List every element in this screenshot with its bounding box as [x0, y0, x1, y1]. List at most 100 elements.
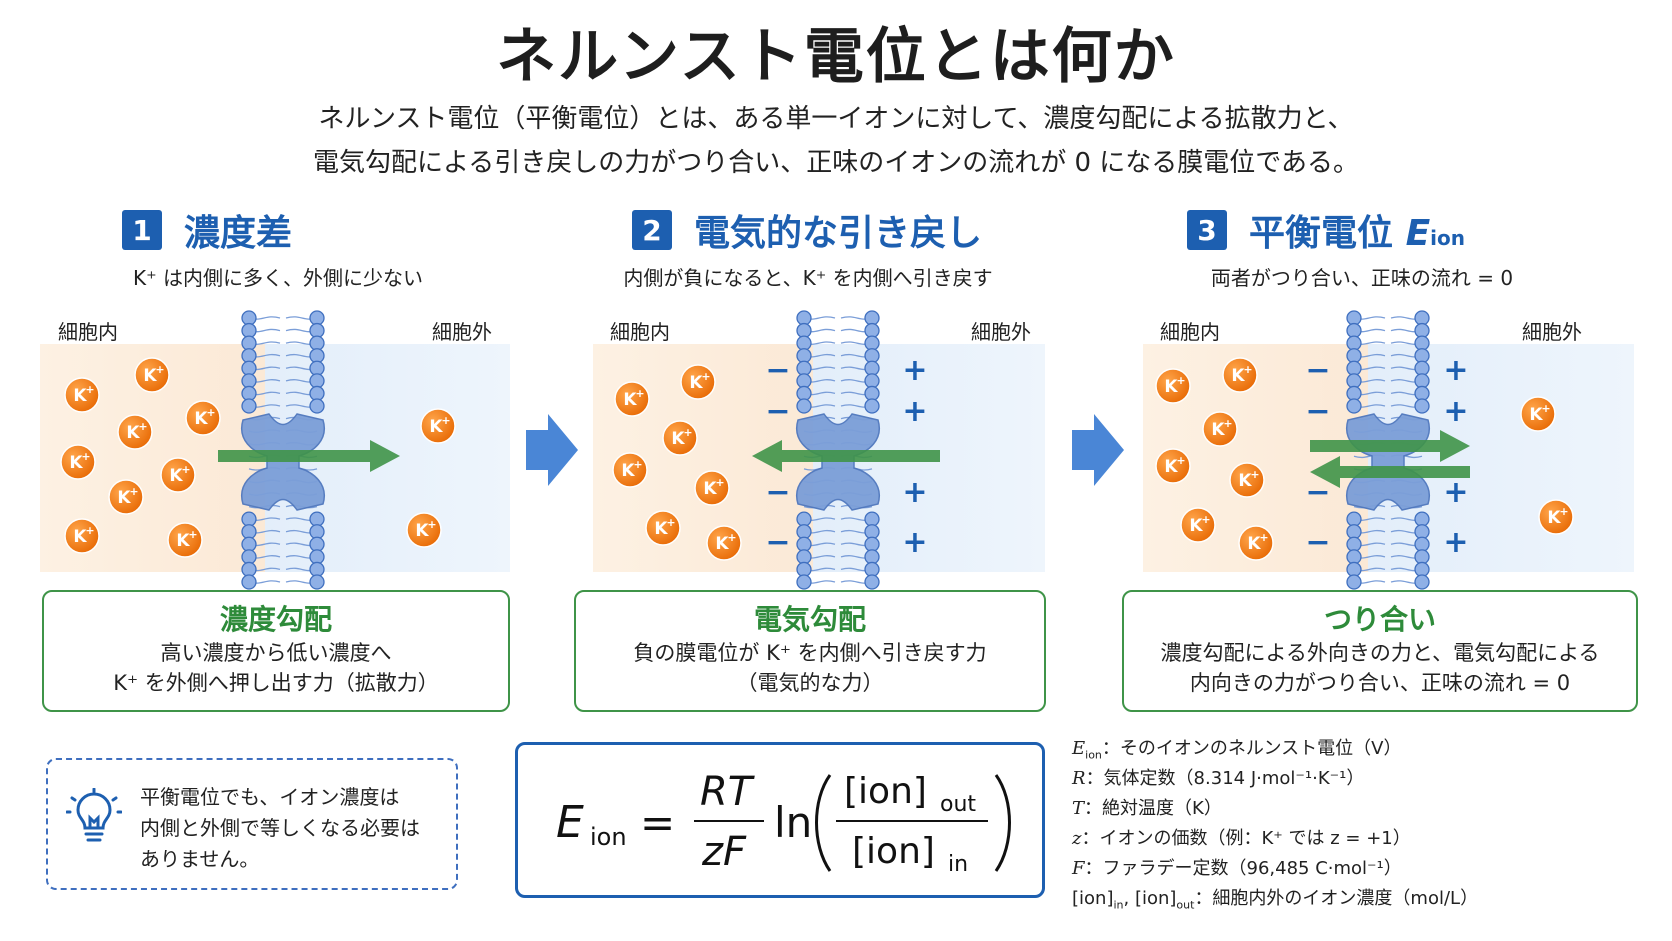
panel-1-k-ion: K+: [64, 518, 100, 554]
panel-1-k-ion: K+: [108, 479, 144, 515]
svg-text:+: +: [683, 426, 692, 439]
panel-1-k-ion: K+: [117, 414, 153, 450]
formula-numerator: RT: [700, 769, 756, 815]
formula-denominator: zF: [701, 829, 747, 875]
panel-3-minus-sign: −: [1305, 394, 1330, 429]
panel-3-membrane: [1345, 310, 1431, 590]
formula-right-paren: [994, 774, 1011, 872]
svg-text:+: +: [715, 476, 724, 489]
svg-text:+: +: [1541, 402, 1550, 415]
svg-text:+: +: [1176, 454, 1185, 467]
def-symbol: E: [1072, 738, 1086, 759]
svg-text:K: K: [169, 466, 183, 486]
svg-text:+: +: [1559, 505, 1568, 518]
step-3-title-text: 平衡電位: [1249, 213, 1394, 254]
intro-line-2: 電気勾配による引き戻しの力がつり合い、正味のイオンの流れが 0 になる膜電位であ…: [312, 148, 1360, 178]
panel-3-plus-sign: +: [1443, 525, 1468, 560]
svg-text:+: +: [427, 518, 436, 531]
svg-text:+: +: [727, 531, 736, 544]
nernst-formula-box: E ion = RT zF ln [ion] out [ion] in: [515, 742, 1045, 898]
panel-3-inside-bg: [1143, 344, 1368, 572]
panel-2-plus-sign: +: [902, 475, 927, 510]
formula-ln: ln: [774, 798, 812, 847]
svg-text:K: K: [1231, 366, 1245, 386]
svg-text:+: +: [1243, 363, 1252, 376]
summary-3-line-2: 内向きの力がつり合い、正味の流れ = 0: [1189, 671, 1571, 695]
def-row-f: F：ファラデー定数（96,485 C·mol⁻¹）: [1072, 854, 1478, 884]
lightbulb-icon: [66, 788, 122, 842]
panel-1-k-ion: K+: [185, 400, 221, 436]
panel-3-k-ion: K+: [1238, 525, 1274, 561]
svg-text:+: +: [441, 414, 450, 427]
svg-text:+: +: [181, 463, 190, 476]
def-text: ：絶対温度（K）: [1084, 798, 1222, 819]
panel-2-k-ion: K+: [680, 364, 716, 400]
svg-text:K: K: [715, 534, 729, 554]
def-row-z: z：イオンの価数（例：K⁺ では z = +1）: [1072, 824, 1478, 854]
panel-3-outward-arrow: [1310, 430, 1470, 462]
svg-text:K: K: [429, 417, 443, 437]
svg-text:K: K: [73, 386, 87, 406]
def-row-r: R：気体定数（8.314 J·mol⁻¹·K⁻¹）: [1072, 764, 1478, 794]
intro-line-1: ネルンスト電位（平衡電位）とは、ある単一イオンに対して、濃度勾配による拡散力と、: [318, 104, 1354, 134]
panel-2-channel-protein: [795, 413, 881, 511]
panel-1-k-ion: K+: [60, 444, 96, 480]
step-3-title-symbol: E: [1405, 213, 1431, 254]
summary-1-line-2: K⁺ を外側へ押し出す力（拡散力）: [113, 671, 439, 695]
panel-3-outside-bg: [1368, 344, 1634, 572]
def-text: ：ファラデー定数（96,485 C·mol⁻¹）: [1084, 858, 1402, 879]
svg-text:K: K: [623, 390, 637, 410]
step-1-header: 1 濃度差: [122, 204, 292, 256]
panel-3-channel-protein: [1345, 413, 1431, 511]
svg-text:+: +: [1176, 374, 1185, 387]
svg-text:+: +: [1201, 513, 1210, 526]
summary-1-line-1: 高い濃度から低い濃度へ: [160, 641, 392, 665]
panel-3-k-ion: K+: [1180, 507, 1216, 543]
panel-2-inside-bg: [593, 344, 813, 572]
svg-text:K: K: [143, 366, 157, 386]
panel-3-k-ion: K+: [1202, 411, 1238, 447]
svg-text:K: K: [69, 453, 83, 473]
panel-3-minus-sign: −: [1305, 475, 1330, 510]
svg-text:K: K: [415, 521, 429, 541]
svg-text:+: +: [633, 458, 642, 471]
panel-2-membrane: [795, 310, 881, 590]
panel-2-minus-sign: −: [765, 394, 790, 429]
svg-text:K: K: [176, 531, 190, 551]
panel-2-plus-sign: +: [902, 353, 927, 388]
panel-2-k-ion: K+: [662, 420, 698, 456]
panel-3-minus-sign: −: [1305, 525, 1330, 560]
svg-text:K: K: [1547, 508, 1561, 528]
svg-text:K: K: [654, 519, 668, 539]
formula-equals: =: [640, 798, 675, 847]
panel-2-k-ion: K+: [645, 510, 681, 546]
svg-text:K: K: [689, 373, 703, 393]
tip-line-3: ありません。: [140, 847, 260, 871]
panel-3-k-ion: K+: [1155, 368, 1191, 404]
panel-1-k-ion: K+: [167, 522, 203, 558]
svg-text:K: K: [1238, 471, 1252, 491]
step-2-desc: 内側が負になると、K⁺ を内側へ引き戻す: [623, 266, 993, 290]
tip-line-1: 平衡電位でも、イオン濃度は: [140, 785, 400, 809]
svg-text:K: K: [1189, 516, 1203, 536]
panel-3-k-ion: K+: [1222, 357, 1258, 393]
panel-2-k-ion: K+: [612, 452, 648, 488]
svg-text:+: +: [206, 406, 215, 419]
panel-1-k-ion: K+: [406, 512, 442, 548]
svg-text:K: K: [703, 479, 717, 499]
panel-2-plus-sign: +: [902, 525, 927, 560]
summary-3-line-1: 濃度勾配による外向きの力と、電気勾配による: [1160, 641, 1600, 665]
panel-3-plus-sign: +: [1443, 394, 1468, 429]
next-step-arrow-2: [1072, 414, 1124, 486]
def-symbol: z: [1072, 828, 1082, 849]
summary-2-title: 電気勾配: [753, 603, 866, 636]
variable-definitions: Eion：そのイオンのネルンスト電位（V） R：気体定数（8.314 J·mol…: [1072, 734, 1478, 914]
panel-1-membrane: [240, 310, 326, 590]
tip-box: 平衡電位でも、イオン濃度は 内側と外側で等しくなる必要は ありません。: [46, 758, 458, 890]
svg-text:+: +: [129, 485, 138, 498]
panel-3-inside-label: 細胞内: [1160, 320, 1220, 344]
svg-text:K: K: [1247, 534, 1261, 554]
svg-text:+: +: [81, 450, 90, 463]
panel-2-inside-label: 細胞内: [610, 320, 670, 344]
nernst-formula: E ion = RT zF ln [ion] out [ion] in: [556, 769, 1011, 877]
